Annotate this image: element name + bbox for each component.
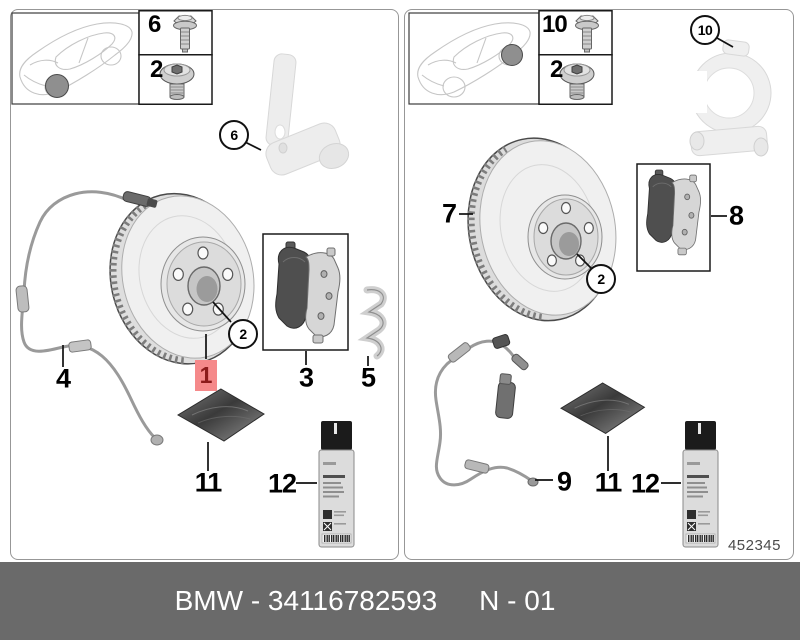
rear-brake-artwork [408,10,772,548]
paste-pouch-art [177,388,265,442]
diagram-image-number: 452345 [727,537,781,554]
part-label-clip[interactable]: 5 [360,362,376,393]
callout-hub-bolt[interactable]: 2 [586,264,616,294]
footer-part-number: BMW - 34116782593 [174,585,438,616]
paste-pouch-art [560,382,645,434]
rear-brake-diagram-panel: 10 2 10 2 7 8 9 11 12 452345 [404,9,794,560]
callout-hub-bolt[interactable]: 2 [228,319,258,349]
hardware-box-art [138,10,213,105]
hardware-label-10[interactable]: 10 [542,11,568,38]
part-label-cleaner[interactable]: 12 [630,468,660,499]
wear-sensor-art [15,190,164,446]
car-locator-art [408,12,540,105]
footer-bar: BMW - 34116782593 N - 01 [0,562,800,640]
footer-page-ref: N - 01 [479,585,556,616]
wear-sensor-art [433,334,539,487]
part-label-pads[interactable]: 3 [298,362,314,393]
brake-disc-art [109,192,255,365]
part-label-cleaner[interactable]: 12 [267,468,297,499]
hardware-label-2[interactable]: 2 [150,56,163,83]
cleaner-can-art [318,420,355,548]
axle-location-dot [45,74,69,98]
part-label-pads[interactable]: 8 [728,200,744,231]
part-label-sensor[interactable]: 9 [556,466,572,497]
brake-pads-art [636,163,711,272]
part-label-disc-highlighted[interactable]: 1 [195,360,217,391]
callout-carrier[interactable]: 10 [690,15,720,45]
brake-pads-art [262,233,349,351]
axle-location-dot [501,44,523,66]
front-brake-diagram-panel: 6 2 6 2 4 1 3 5 11 12 [10,9,399,560]
hardware-label-6[interactable]: 6 [148,11,161,38]
callout-carrier[interactable]: 6 [219,120,249,150]
hardware-label-2[interactable]: 2 [550,56,563,83]
caliper-carrier-art [683,39,772,157]
front-brake-artwork [11,10,387,548]
retaining-clip-art [357,286,387,360]
part-label-disc[interactable]: 7 [441,198,457,229]
part-label-paste[interactable]: 11 [194,467,223,498]
hardware-box-art [538,10,613,105]
brake-disc-art [467,137,617,322]
cleaner-can-art [682,420,719,548]
leader-lines [62,141,369,484]
part-label-paste[interactable]: 11 [594,467,623,498]
caliper-carrier-art [265,53,350,176]
part-label-sensor[interactable]: 4 [55,363,71,394]
car-locator-art [11,12,140,105]
leader-lines [459,37,734,484]
